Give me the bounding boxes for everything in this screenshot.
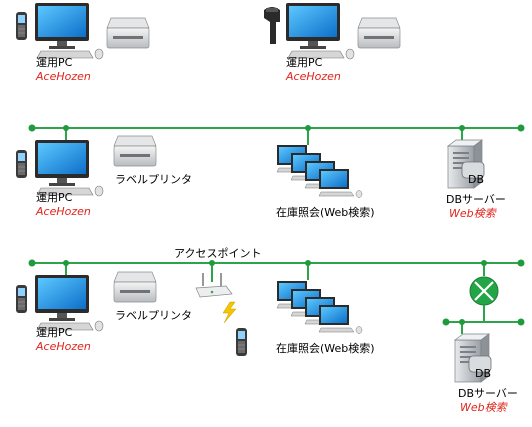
handheld-terminal-icon [15,284,28,314]
pc-cluster-icon [276,280,363,334]
network-node [28,259,36,267]
acehozen-label: AceHozen [35,205,91,218]
monitor-icon [34,2,104,60]
db-label: DB [468,173,484,186]
acehozen-label: AceHozen [35,70,91,83]
lightning-icon [222,301,237,324]
inventory-query-label: 在庫照会(Web検索) [276,341,375,355]
handheld-terminal-icon [235,327,248,357]
monitor-icon [34,274,104,332]
web-search-label: Web検索 [449,207,498,220]
label-printer-icon [106,17,150,49]
network-node [517,259,525,267]
operation-pc-label: 運用PC [286,56,323,69]
section-lan-devices: ラベルプリンタ 運用PC AceHozen 在庫照会(Web検索) DB DBサ… [15,135,506,220]
operation-pc-label: 運用PC [36,326,73,339]
operation-pc-label: 運用PC [36,56,73,69]
label-printer-icon [357,17,401,49]
db-server-label: DBサーバー [458,387,518,400]
label-printer-label: ラベルプリンタ [115,173,192,186]
inventory-query-label: 在庫照会(Web検索) [276,205,375,219]
section-ap-devices: ラベルプリンタ 運用PC AceHozen 在庫照会(Web検索) DB DBサ… [15,271,518,414]
network-hub-icon [442,276,525,334]
acehozen-label: AceHozen [285,70,341,83]
barcode-scanner-icon [264,7,280,44]
db-server-label: DBサーバー [446,193,506,206]
network-node [28,124,36,132]
pc-cluster-icon [276,144,363,198]
label-printer-label: ラベルプリンタ [115,309,192,322]
label-printer-icon [113,271,157,303]
lan-network-2: アクセスポイント [28,247,525,282]
access-point-label: アクセスポイント [174,247,261,260]
handheld-terminal-icon [15,11,28,41]
label-printer-icon [113,135,157,167]
network-node [517,124,525,132]
wireless-router-icon [195,273,233,298]
monitor-icon [285,2,355,60]
acehozen-label: AceHozen [35,340,91,353]
db-label: DB [475,367,491,380]
section-standalone-1: 運用PC AceHozen [15,2,150,83]
operation-pc-label: 運用PC [36,191,73,204]
monitor-icon [34,139,104,197]
handheld-terminal-icon [15,149,28,179]
section-standalone-2: 運用PC AceHozen [264,2,401,83]
web-search-label: Web検索 [460,401,509,414]
lan-network-1 [28,124,525,145]
